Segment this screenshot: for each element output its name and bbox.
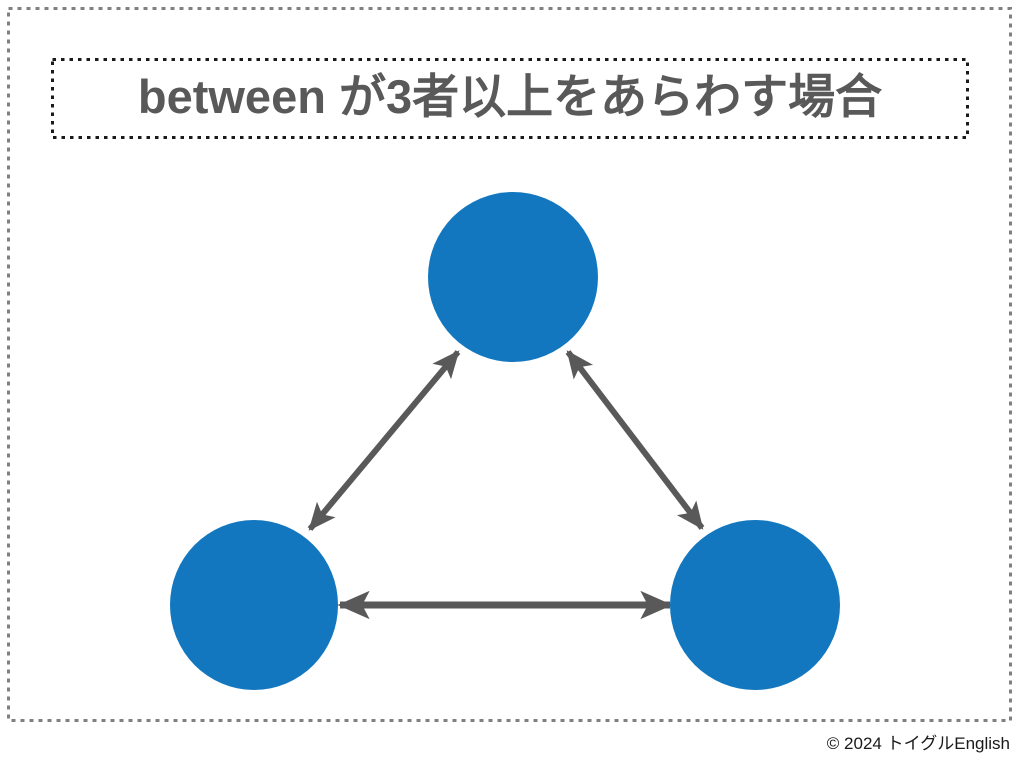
node-bottom-left xyxy=(170,520,338,690)
edge-right-arrow xyxy=(565,350,705,530)
node-top xyxy=(428,192,598,362)
diagram-nodes xyxy=(170,192,840,690)
copyright-notice: © 2024 トイグルEnglish xyxy=(826,734,1010,753)
diagram-edges xyxy=(307,350,705,620)
page-title: between が3者以上をあらわす場合 xyxy=(137,70,883,123)
edge-left-arrow xyxy=(307,350,461,531)
title-banner: between が3者以上をあらわす場合 xyxy=(51,58,969,139)
node-bottom-right xyxy=(670,520,840,690)
